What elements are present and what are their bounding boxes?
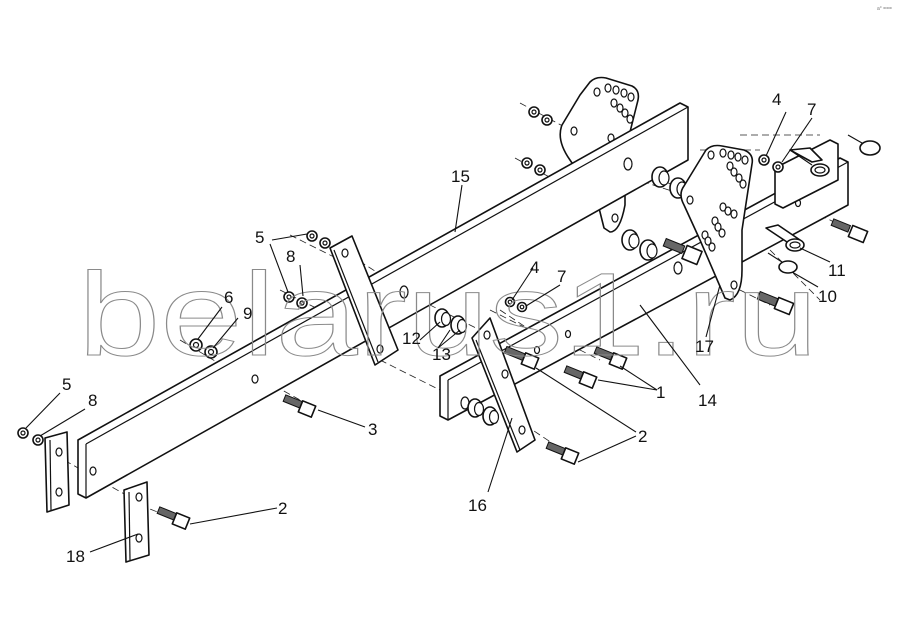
ring-pin-10 — [767, 252, 798, 274]
callout-17: 17 — [695, 337, 714, 356]
callout-16: 16 — [468, 496, 487, 515]
callout-labels: 1 2 2 3 4 4 5 5 6 7 7 8 8 9 10 11 12 13 … — [62, 90, 846, 566]
callout-15: 15 — [451, 167, 470, 186]
nuts-washers — [17, 106, 784, 446]
strap-plate-middle — [329, 235, 399, 366]
bushing-icon — [621, 229, 640, 251]
leader-lines — [25, 111, 831, 553]
washer-icon — [319, 237, 331, 249]
bolt-icon — [563, 365, 598, 389]
callout-6: 6 — [224, 288, 233, 307]
callout-2b: 2 — [278, 499, 287, 518]
callout-10: 10 — [818, 287, 837, 306]
watermark: belarus1.ru — [78, 249, 818, 381]
callout-12: 12 — [402, 329, 421, 348]
callout-4a: 4 — [772, 90, 781, 109]
end-block — [774, 139, 839, 209]
corner-mark: a° === — [877, 6, 892, 12]
washer-icon — [516, 301, 528, 313]
nut-icon — [17, 427, 29, 439]
nut-icon — [189, 338, 203, 352]
pin-11-lower — [765, 224, 805, 252]
nut-icon — [283, 291, 295, 303]
nut-icon — [758, 154, 770, 166]
nut-icon — [306, 230, 318, 242]
washer-icon — [541, 114, 553, 126]
nut-icon — [521, 157, 533, 169]
bolt-icon — [282, 394, 317, 418]
bushing-icon — [482, 406, 500, 426]
callout-2a: 2 — [638, 427, 647, 446]
bolt-icon — [756, 290, 795, 316]
small-plate-left — [44, 431, 70, 513]
callout-1: 1 — [656, 383, 665, 402]
callout-5a: 5 — [255, 228, 264, 247]
bolt-icon — [156, 506, 191, 530]
bushing-icon — [450, 315, 468, 335]
washer-icon — [772, 161, 784, 173]
callout-4b: 4 — [530, 258, 539, 277]
ring-pin-upper — [847, 134, 881, 156]
bolt-icon — [503, 345, 540, 370]
callout-8b: 8 — [88, 391, 97, 410]
bolts — [156, 218, 869, 530]
callout-11: 11 — [828, 261, 846, 280]
washer-icon — [204, 345, 218, 359]
small-plate-18 — [123, 481, 150, 563]
washer-icon — [296, 297, 308, 309]
callout-3: 3 — [368, 420, 377, 439]
front-mounting-plate-17 — [680, 144, 754, 301]
callout-13: 13 — [432, 345, 451, 364]
bushings-lower — [399, 285, 500, 426]
bushings-upper — [621, 166, 688, 261]
pin-11-upper — [789, 147, 830, 177]
callout-18: 18 — [66, 547, 85, 566]
callout-9: 9 — [243, 304, 252, 323]
beam-15 — [77, 102, 689, 499]
bushing-icon — [651, 166, 670, 188]
bushing-icon — [639, 239, 658, 261]
callout-7a: 7 — [807, 100, 816, 119]
bushing-icon — [434, 308, 452, 328]
callout-8a: 8 — [286, 247, 295, 266]
washer-icon — [32, 434, 44, 446]
bolt-icon — [545, 441, 580, 465]
nut-icon — [528, 106, 540, 118]
plate-16 — [471, 317, 536, 453]
bushing-icon — [467, 398, 485, 418]
callout-5b: 5 — [62, 375, 71, 394]
bolt-icon — [662, 237, 703, 266]
callout-7b: 7 — [557, 267, 566, 286]
bolt-icon — [593, 346, 628, 370]
callout-14: 14 — [698, 391, 717, 410]
washer-icon — [534, 164, 546, 176]
bolt-icon — [830, 218, 869, 244]
